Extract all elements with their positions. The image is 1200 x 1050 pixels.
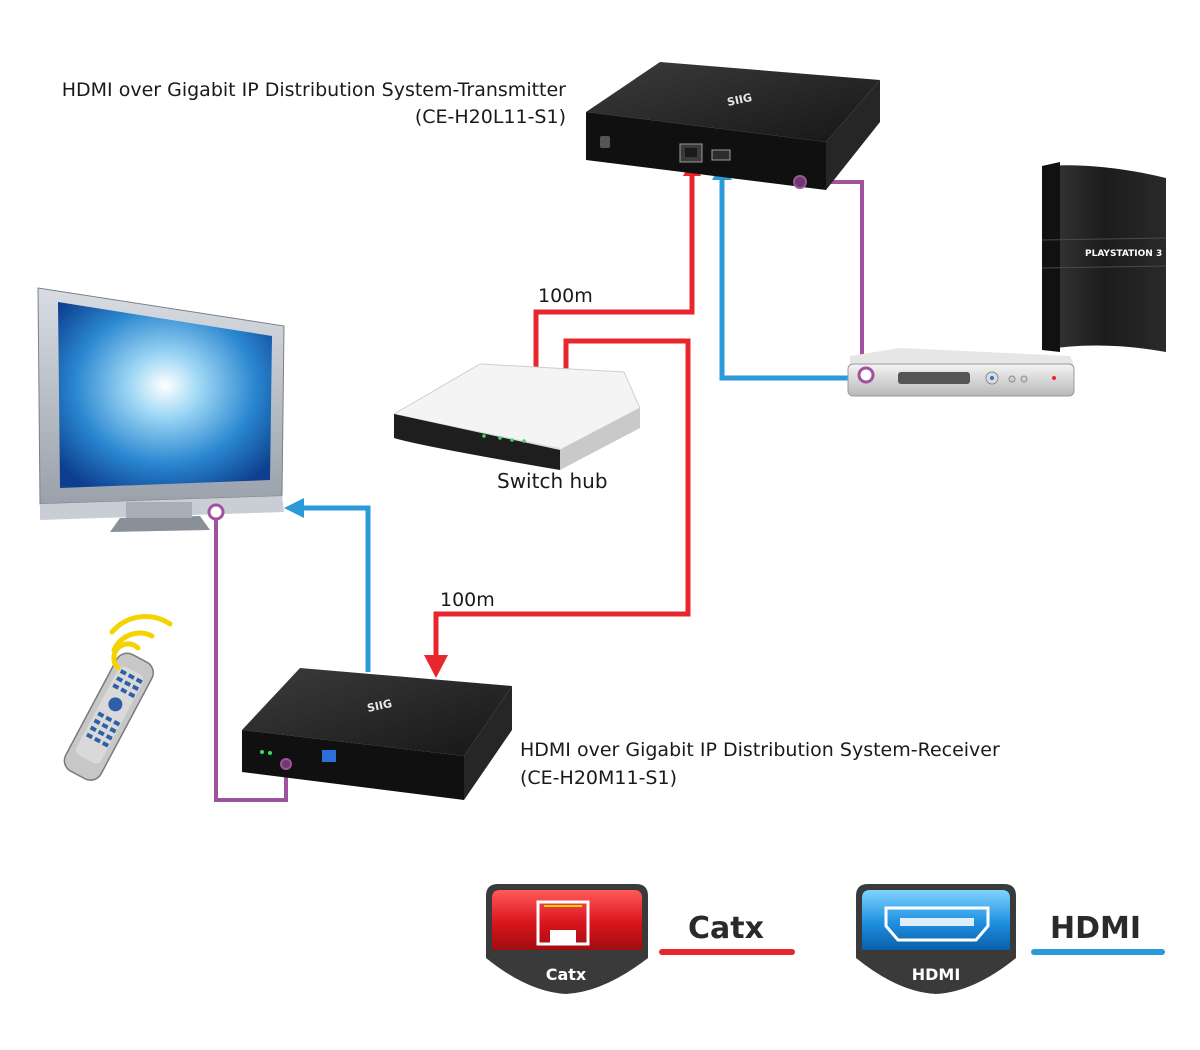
ir-cable-transmitter-to-player <box>800 180 864 370</box>
legend-catx-badge-text: Catx <box>546 965 587 984</box>
transmitter-device: SIIG <box>586 62 880 190</box>
receiver-device: SIIG <box>242 668 512 800</box>
catx-cable-transmitter-to-hub <box>533 170 695 372</box>
transmitter-model: (CE-H20L11-S1) <box>415 106 566 128</box>
distance-label-lower: 100m <box>440 589 495 611</box>
hdmi-port-icon <box>884 906 990 942</box>
catx-arrowhead-down <box>424 655 448 678</box>
legend-catx: Catx Catx <box>486 884 795 994</box>
hdmi-arrowhead-left <box>284 498 304 518</box>
legend-hdmi: HDMI HDMI <box>856 884 1165 994</box>
catx-cable-hub-to-receiver <box>433 338 691 660</box>
transmitter-power-port <box>600 136 610 148</box>
legend-hdmi-label: HDMI <box>1050 911 1141 946</box>
ethernet-port-icon <box>536 900 590 946</box>
transmitter-brand-logo: SIIG <box>726 91 753 109</box>
playstation-console <box>1041 162 1167 352</box>
receiver-ir-port <box>280 758 292 770</box>
remote-control <box>63 652 154 781</box>
media-player-display <box>898 372 970 384</box>
ir-cable-tv-to-receiver <box>214 514 288 802</box>
legend-catx-label: Catx <box>688 911 764 946</box>
transmitter-hdmi-port <box>711 149 731 161</box>
switch-hub-device <box>392 363 641 470</box>
legend-hdmi-badge-text: HDMI <box>912 965 961 984</box>
distance-label-upper: 100m <box>538 285 593 307</box>
media-player-ir-port <box>857 366 875 384</box>
receiver-brand-logo: SIIG <box>366 697 393 715</box>
tv-ir-port <box>207 503 225 521</box>
transmitter-title: HDMI over Gigabit IP Distribution System… <box>62 79 566 101</box>
hdmi-cable-receiver-to-tv <box>300 505 371 672</box>
receiver-led <box>260 750 264 754</box>
hdmi-cable-player-to-transmitter <box>719 176 852 381</box>
tv-screen <box>58 302 272 488</box>
tv-monitor <box>37 287 285 532</box>
receiver-dip-switch <box>322 750 336 762</box>
playstation-label: PLAYSTATION 3 <box>1085 249 1162 259</box>
receiver-title: HDMI over Gigabit IP Distribution System… <box>520 739 1000 761</box>
receiver-model: (CE-H20M11-S1) <box>520 767 677 789</box>
media-player-device <box>847 348 1075 397</box>
transmitter-ir-port <box>793 175 807 189</box>
ir-signal-waves-icon <box>109 614 173 671</box>
switch-hub-label: Switch hub <box>497 469 608 493</box>
switch-hub-led <box>482 434 486 438</box>
